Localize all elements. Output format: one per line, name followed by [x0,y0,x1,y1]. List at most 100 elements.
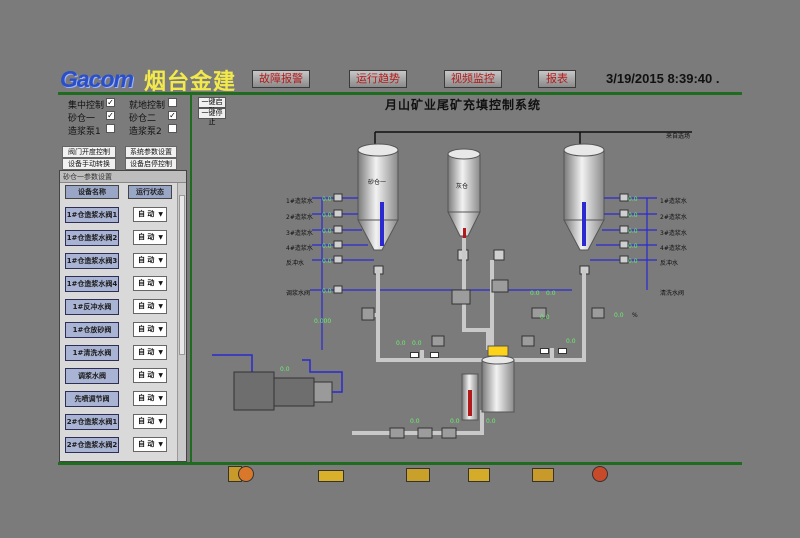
value-readout: 0.0 [566,338,576,345]
silo2-checkbox[interactable]: ✓ [168,111,177,120]
left-label-3: 3#造浆水 [286,230,313,237]
state-select[interactable]: 自 动▼ [133,391,167,406]
report-button[interactable]: 报表 [538,70,576,88]
bottom-pumps [361,279,605,439]
pump2-checkbox[interactable] [168,124,177,133]
left-label-1: 1#造浆水 [286,198,313,205]
left-label-2: 2#造浆水 [286,214,313,221]
device-name-row: 2#仓造浆水阀2 [65,437,119,453]
state-select[interactable]: 自 动▼ [133,368,167,383]
central-control-label: 集中控制 [68,101,105,111]
panel-title: 砂仓一参数设置 [60,171,186,183]
percent-unit: % [632,312,638,319]
right-label-6: 清洗水阀 [660,290,685,297]
right-label-5: 反冲水 [660,260,679,267]
state-select[interactable]: 自 动▼ [133,322,167,337]
right-label-1: 1#造浆水 [660,198,687,205]
value-readout: 0.0 [280,366,290,373]
cement-silo-tank [447,148,481,240]
device-name-row: 先喷调节阀 [65,391,119,407]
silo1-tank [357,143,399,251]
column-header-state: 运行状态 [128,185,172,199]
stop-icon[interactable] [238,466,254,482]
company-logo-cn: 烟台金建 [144,70,237,95]
cement-silo-label-tag: 灰仓 [456,183,469,190]
status-indicator [410,352,419,358]
video-monitor-button[interactable]: 视频监控 [444,70,502,88]
bulldozer-icon[interactable] [318,470,344,482]
state-select[interactable]: 自 动▼ [133,230,167,245]
value-readout: 0.0 [614,312,624,319]
run-trend-button[interactable]: 运行趋势 [349,70,407,88]
panel-scrollbar[interactable] [177,183,186,461]
silo1-label-tag: 砂仓一 [368,179,387,186]
incoming-label: 来自选场 [666,133,691,140]
silo1-checkbox[interactable]: ✓ [106,111,115,120]
silo1-label: 砂仓一 [68,114,96,124]
state-select[interactable]: 自 动▼ [133,414,167,429]
pump1-checkbox[interactable] [106,124,115,133]
device-name-row: 1#仓造浆水阀3 [65,253,119,269]
valve-open-control-button[interactable]: 阀门开度控制 [62,146,116,158]
diagram-title: 月山矿业尾矿充填控制系统 [385,98,542,112]
silo2-tank [563,143,605,251]
status-indicator [430,352,439,358]
state-select[interactable]: 自 动▼ [133,345,167,360]
state-select[interactable]: 自 动▼ [133,299,167,314]
device-name-row: 1#仓造浆水阀1 [65,207,119,223]
panel-divider [190,94,192,462]
left-label-4: 4#造浆水 [286,245,313,252]
silo2-label: 砂仓二 [129,114,157,124]
manual-switch-button[interactable]: 设备手动转换 [62,158,116,170]
value-readout: 0.0 [322,288,332,295]
pump-station [212,354,343,411]
value-readout: 0.0 [412,340,422,347]
datetime-readout: 3/19/2015 8:39:40 . [606,71,720,86]
one-key-stop-button[interactable]: 一键停止 [198,108,226,126]
value-readout: 0.0 [450,418,460,425]
left-label-5: 反冲水 [286,260,305,267]
device-name-row: 1#清洗水阀 [65,345,119,361]
value-readout: 0.0 [546,290,556,297]
excavator-icon[interactable] [532,468,554,482]
scrollbar-thumb[interactable] [179,195,185,355]
truck-icon[interactable] [468,468,490,482]
header-divider [58,92,742,95]
device-name-row: 1#仓放砂阀 [65,322,119,338]
one-key-start-button[interactable]: 一键启动 [198,97,226,115]
device-name-row: 1#反冲水阀 [65,299,119,315]
right-label-4: 4#造浆水 [660,245,687,252]
state-select[interactable]: 自 动▼ [133,276,167,291]
device-name-row: 1#仓造浆水阀4 [65,276,119,292]
left-label-6: 调浆水阀 [286,290,311,297]
state-select[interactable]: 自 动▼ [133,437,167,452]
value-readout: 0.0 [530,290,540,297]
pump2-label: 造浆泵2 [129,127,162,137]
footer-divider [58,462,742,465]
mixer-tank [461,345,515,421]
silo1-parameter-panel: 砂仓一参数设置 设备名称 运行状态 1#仓造浆水阀1 自 动▼ 1#仓造浆水阀2… [59,170,187,462]
status-indicator [558,348,567,354]
loader-icon[interactable] [406,468,430,482]
flow-readout: 0.000 [314,318,332,325]
value-readout: 0.0 [628,243,638,250]
status-indicator [540,348,549,354]
value-readout: 0.0 [628,228,638,235]
state-select[interactable]: 自 动▼ [133,207,167,222]
process-diagram [212,131,692,439]
start-stop-control-button[interactable]: 设备启停控制 [125,158,177,170]
column-header-name: 设备名称 [65,185,119,199]
fault-alarm-button[interactable]: 故障报警 [252,70,310,88]
value-readout: 0.0 [322,243,332,250]
central-control-checkbox[interactable]: ✓ [106,98,115,107]
local-control-checkbox[interactable] [168,98,177,107]
exit-icon[interactable] [592,466,608,482]
value-readout: 0.0 [540,314,550,321]
system-params-button[interactable]: 系统参数设置 [125,146,177,158]
value-readout: 0.0 [628,212,638,219]
value-readout: 0.0 [396,340,406,347]
value-readout: 0.0 [410,418,420,425]
pump1-label: 造浆泵1 [68,127,101,137]
state-select[interactable]: 自 动▼ [133,253,167,268]
value-readout: 0.0 [322,212,332,219]
